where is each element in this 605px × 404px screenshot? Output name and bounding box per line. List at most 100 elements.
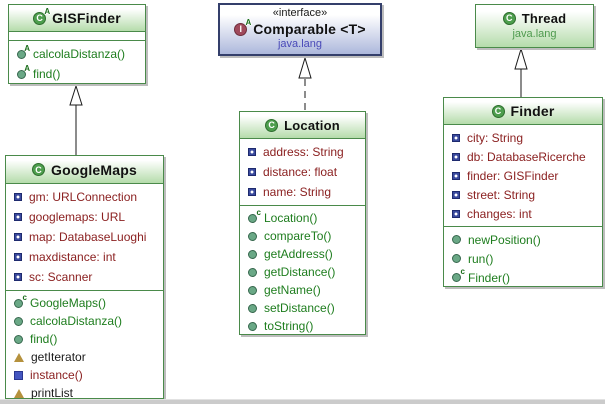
method-row[interactable]: getAddress(): [240, 245, 365, 263]
class-box-thread[interactable]: C Thread java.lang: [475, 4, 594, 48]
field-row[interactable]: distance: float: [240, 162, 365, 182]
field-icon: [452, 133, 460, 142]
field-icon: [452, 152, 460, 161]
method-row[interactable]: calcolaDistanza(): [6, 312, 163, 330]
field-row[interactable]: address: String: [240, 142, 365, 162]
method-icon: [452, 254, 461, 263]
field-icon: [452, 190, 460, 199]
field-row[interactable]: street: String: [444, 185, 602, 204]
method-row[interactable]: setDistance(): [240, 299, 365, 317]
class-header[interactable]: C Location: [240, 112, 365, 139]
method-icon: [248, 231, 257, 241]
fields-section: address: String distance: float name: St…: [240, 139, 365, 206]
field-row[interactable]: changes: int: [444, 204, 602, 223]
method-icon: [248, 267, 257, 277]
method-row[interactable]: getDistance(): [240, 263, 365, 281]
method-row[interactable]: toString(): [240, 317, 365, 335]
method-icon: [248, 321, 257, 331]
class-name: Location: [284, 117, 340, 133]
field-row[interactable]: name: String: [240, 182, 365, 202]
method-row[interactable]: find(): [6, 330, 163, 348]
class-name: GISFinder: [52, 10, 121, 26]
field-row[interactable]: gm: URLConnection: [6, 187, 163, 207]
class-header[interactable]: C Thread: [476, 5, 593, 28]
field-icon: [14, 233, 22, 241]
window-bottom-edge: [0, 399, 605, 404]
method-icon: [248, 285, 257, 295]
fields-section: city: String db: DatabaseRicerche finder…: [444, 125, 602, 227]
method-row[interactable]: A calcolaDistanza(): [9, 44, 145, 64]
abstract-method-icon: A: [17, 64, 30, 79]
method-icon: [452, 235, 461, 244]
class-name: GoogleMaps: [50, 161, 137, 178]
field-icon: [248, 168, 256, 176]
method-row[interactable]: instance(): [6, 366, 163, 384]
field-row[interactable]: maxdistance: int: [6, 247, 163, 267]
method-row[interactable]: getName(): [240, 281, 365, 299]
interface-name: Comparable <T>: [253, 21, 366, 37]
class-header[interactable]: C GoogleMaps: [6, 156, 163, 184]
method-row[interactable]: run(): [444, 249, 602, 268]
generalization-edge-googlemaps-gisfinder[interactable]: [69, 84, 83, 155]
field-row[interactable]: db: DatabaseRicerche: [444, 147, 602, 166]
class-icon: C: [31, 163, 45, 176]
fields-section: gm: URLConnection googlemaps: URL map: D…: [6, 184, 163, 291]
field-row[interactable]: sc: Scanner: [6, 267, 163, 287]
field-row[interactable]: finder: GISFinder: [444, 166, 602, 185]
package-label: java.lang: [277, 38, 323, 50]
static-member-icon: [14, 370, 23, 380]
method-icon: [14, 316, 23, 326]
class-box-location[interactable]: C Location address: String distance: flo…: [239, 111, 366, 335]
field-row[interactable]: map: DatabaseLuoghi: [6, 227, 163, 247]
field-icon: [452, 171, 460, 180]
field-icon: [14, 253, 22, 261]
class-icon: C: [491, 104, 505, 118]
constructor-icon: c: [248, 208, 261, 223]
method-row[interactable]: getIterator: [6, 348, 163, 366]
constructor-icon: c: [452, 267, 465, 282]
class-name: Thread: [521, 10, 567, 26]
generalization-edge-finder-thread[interactable]: [514, 47, 528, 97]
field-row[interactable]: googlemaps: URL: [6, 207, 163, 227]
protected-member-icon: [14, 352, 24, 362]
method-icon: [248, 249, 257, 259]
field-icon: [14, 213, 22, 221]
protected-member-icon: [14, 388, 24, 398]
class-icon: C: [265, 118, 279, 132]
realization-edge-location-comparable[interactable]: [298, 56, 312, 111]
field-icon: [14, 193, 22, 201]
constructor-icon: c: [14, 293, 27, 308]
field-row[interactable]: city: String: [444, 128, 602, 147]
method-icon: [14, 334, 23, 344]
package-label: java.lang: [512, 28, 557, 40]
abstract-method-icon: A: [17, 44, 30, 59]
method-row[interactable]: compareTo(): [240, 227, 365, 245]
field-icon: [14, 273, 22, 281]
class-header[interactable]: C Finder: [444, 98, 602, 125]
fields-section-empty: [9, 32, 145, 41]
field-icon: [248, 148, 256, 156]
method-row[interactable]: A find(): [9, 64, 145, 84]
class-icon: C: [502, 11, 516, 25]
stereotype-label: «interface»: [272, 7, 328, 19]
class-box-googlemaps[interactable]: C GoogleMaps gm: URLConnection googlemap…: [5, 155, 164, 400]
method-row[interactable]: newPosition(): [444, 230, 602, 249]
method-row[interactable]: printList: [6, 384, 163, 402]
class-box-finder[interactable]: C Finder city: String db: DatabaseRicerc…: [443, 97, 603, 287]
class-name: Finder: [510, 103, 555, 119]
methods-section: A calcolaDistanza() A find(): [9, 41, 145, 87]
field-icon: [452, 209, 460, 218]
